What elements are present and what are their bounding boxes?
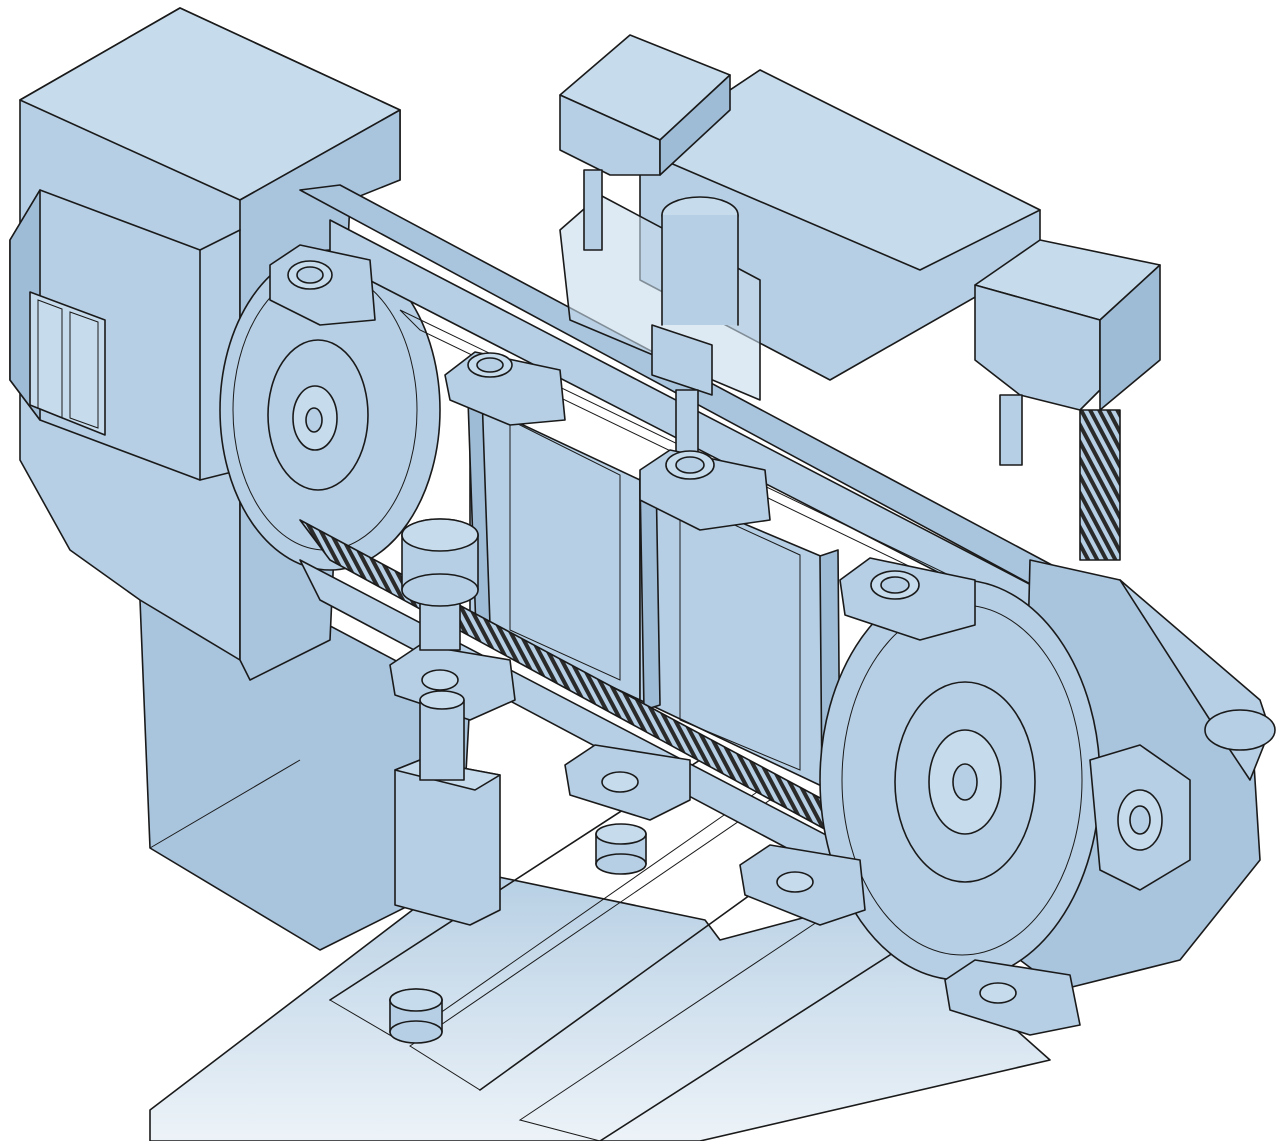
cabinet-window — [29, 291, 106, 436]
inspection-camera-left — [559, 34, 731, 251]
gripper-carrier — [839, 557, 976, 641]
cup-on-conveyor — [389, 988, 443, 1044]
gripper-carrier — [639, 449, 771, 531]
hub-bracket — [1089, 744, 1191, 891]
lift-post — [394, 518, 501, 926]
gripper-carrier — [564, 744, 691, 821]
gripper-carrier — [269, 244, 376, 326]
cup-on-conveyor — [595, 823, 647, 875]
gripper-carrier — [444, 351, 566, 426]
gripper-carrier — [739, 844, 866, 926]
cup-conveyor-lanes — [149, 759, 1051, 1141]
drive-wheel-left — [219, 249, 441, 571]
drive-wheel-right — [819, 579, 1101, 981]
gripper-carrier — [944, 959, 1081, 1036]
inspection-camera-right — [974, 239, 1161, 561]
dispensing-head — [559, 69, 1041, 461]
gripper-carriers — [269, 244, 1081, 1036]
